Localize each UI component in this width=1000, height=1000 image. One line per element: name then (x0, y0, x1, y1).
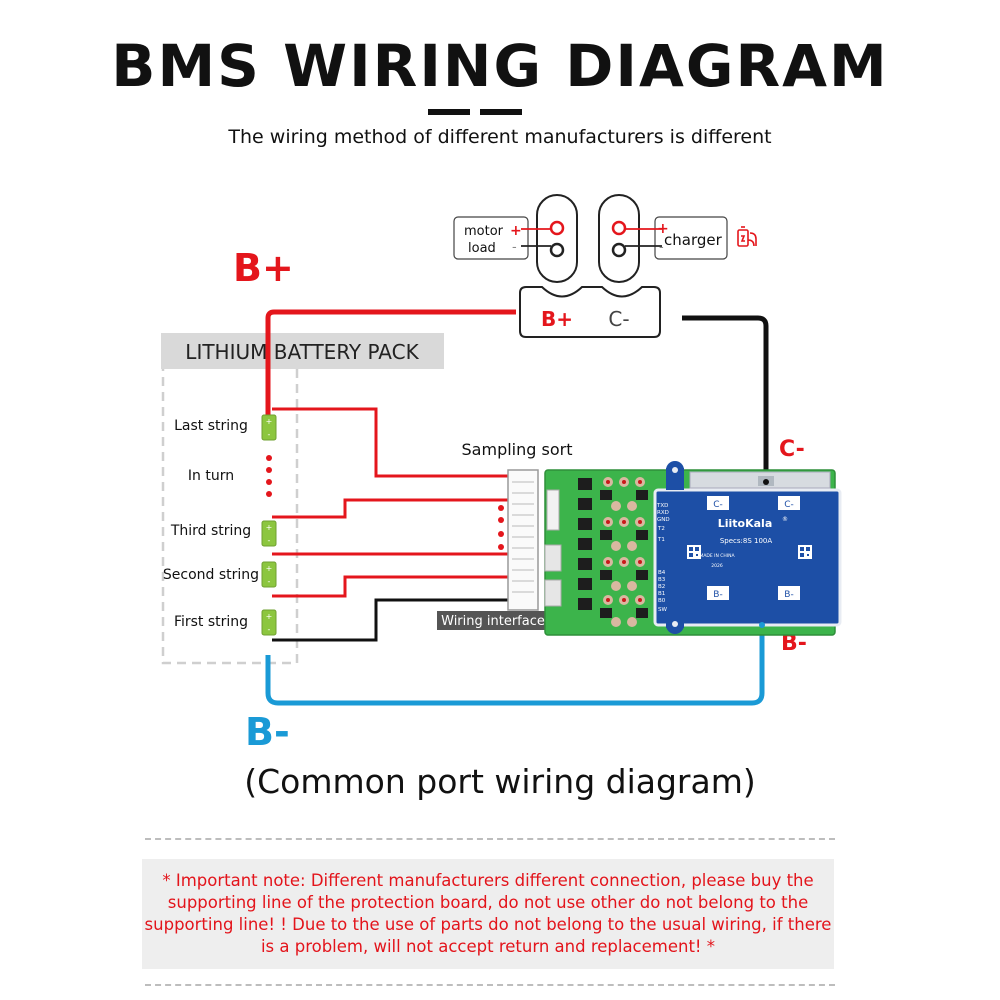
board-side-t2: T2 (657, 526, 665, 532)
string-label-last: Last string (174, 418, 248, 434)
battery-plug-icon (737, 226, 757, 247)
board-pad-c1: C- (713, 500, 723, 510)
board-brand: LiitoKala (718, 517, 773, 530)
connector-dots (498, 505, 504, 550)
diagram-caption: (Common port wiring diagram) (244, 762, 756, 801)
sampling-wire-last (272, 407, 508, 478)
b-minus-label: B- (245, 710, 290, 754)
motor-label: motor (464, 224, 504, 239)
string-label-second: Second string (163, 567, 259, 583)
page-title: BMS WIRING DIAGRAM (111, 32, 889, 100)
title-underline-left (428, 109, 470, 115)
cell-last: + - (261, 414, 277, 441)
wiring-interface-label-box (437, 611, 550, 630)
sampling-wire-in-turn (272, 498, 508, 519)
board-specs: Specs:8S 100A (720, 537, 773, 545)
b-minus-wire (265, 625, 765, 706)
qr-code-left (687, 545, 701, 559)
charger-minus: - (659, 240, 664, 255)
board-pad-b2: B- (784, 590, 793, 600)
bms-label: TXD RXD GND T2 T1 B4 B3 B2 B1 B0 SW C- C… (653, 461, 842, 634)
svg-text:+: + (266, 564, 273, 573)
board-side-b2: B2 (658, 584, 665, 590)
board-side-b4: B4 (658, 570, 666, 576)
main-connector: B+ C- (519, 286, 661, 338)
board-side-t1: T1 (657, 537, 665, 543)
sampling-wire-second (272, 575, 508, 598)
motor-plug (536, 194, 578, 283)
svg-text:-: - (268, 536, 271, 545)
board-side-b0: B0 (658, 598, 666, 604)
divider-bottom (145, 984, 835, 986)
qr-code-right (798, 545, 812, 559)
cell-first: + - (261, 609, 277, 636)
motor-minus: - (512, 240, 517, 255)
in-turn-dots (266, 455, 272, 497)
svg-text:+: + (266, 417, 273, 426)
board-registered: ® (782, 516, 788, 523)
subtitle: The wiring method of different manufactu… (228, 126, 772, 148)
charger-label: charger (664, 231, 723, 249)
motor-plus: + (510, 223, 522, 239)
sampling-sort-label: Sampling sort (462, 440, 573, 459)
string-label-third: Third string (170, 523, 251, 539)
board-side-txd: TXD (656, 503, 668, 509)
connector-b-plus: B+ (541, 307, 573, 331)
cell-second: + - (261, 561, 277, 588)
charger-box: + - charger (654, 216, 728, 260)
board-side-rxd: RXD (657, 510, 669, 516)
board-side-b3: B3 (658, 577, 666, 583)
string-label-in-turn: In turn (188, 468, 234, 484)
cell-third: + - (261, 520, 277, 547)
b-plus-label: B+ (233, 246, 294, 290)
board-pad-c2: C- (784, 500, 794, 510)
board-side-gnd: GND (657, 517, 670, 523)
board-made-in: MADE IN CHINA (699, 553, 735, 559)
sampling-connector (507, 469, 539, 611)
load-label: load (468, 241, 496, 256)
battery-pack-label: LITHIUM BATTERY PACK (185, 340, 419, 364)
charger-plug (598, 194, 640, 283)
b-plus-wire (265, 309, 516, 415)
divider-top (145, 838, 835, 840)
string-label-first: First string (174, 614, 248, 630)
charger-plus: + (657, 221, 669, 237)
c-minus-label: C- (779, 437, 805, 462)
important-note: * Important note: Different manufacturer… (142, 859, 834, 969)
svg-text:-: - (268, 430, 271, 439)
sampling-wire-first (272, 598, 508, 642)
svg-text:-: - (268, 625, 271, 634)
svg-text:+: + (266, 523, 273, 532)
svg-text:-: - (268, 577, 271, 586)
c-minus-wire (682, 315, 769, 482)
board-pad-b1: B- (713, 590, 722, 600)
wiring-interface-label: Wiring interface (441, 614, 545, 629)
motor-load-box: motor load + - (453, 216, 529, 260)
board-year: 2026 (711, 563, 723, 569)
svg-text:+: + (266, 612, 273, 621)
battery-pack-label-box (161, 333, 444, 369)
board-side-sw: SW (658, 607, 667, 613)
title-underline-right (480, 109, 522, 115)
connector-c-minus: C- (608, 307, 629, 331)
board-side-b1: B1 (658, 591, 665, 597)
